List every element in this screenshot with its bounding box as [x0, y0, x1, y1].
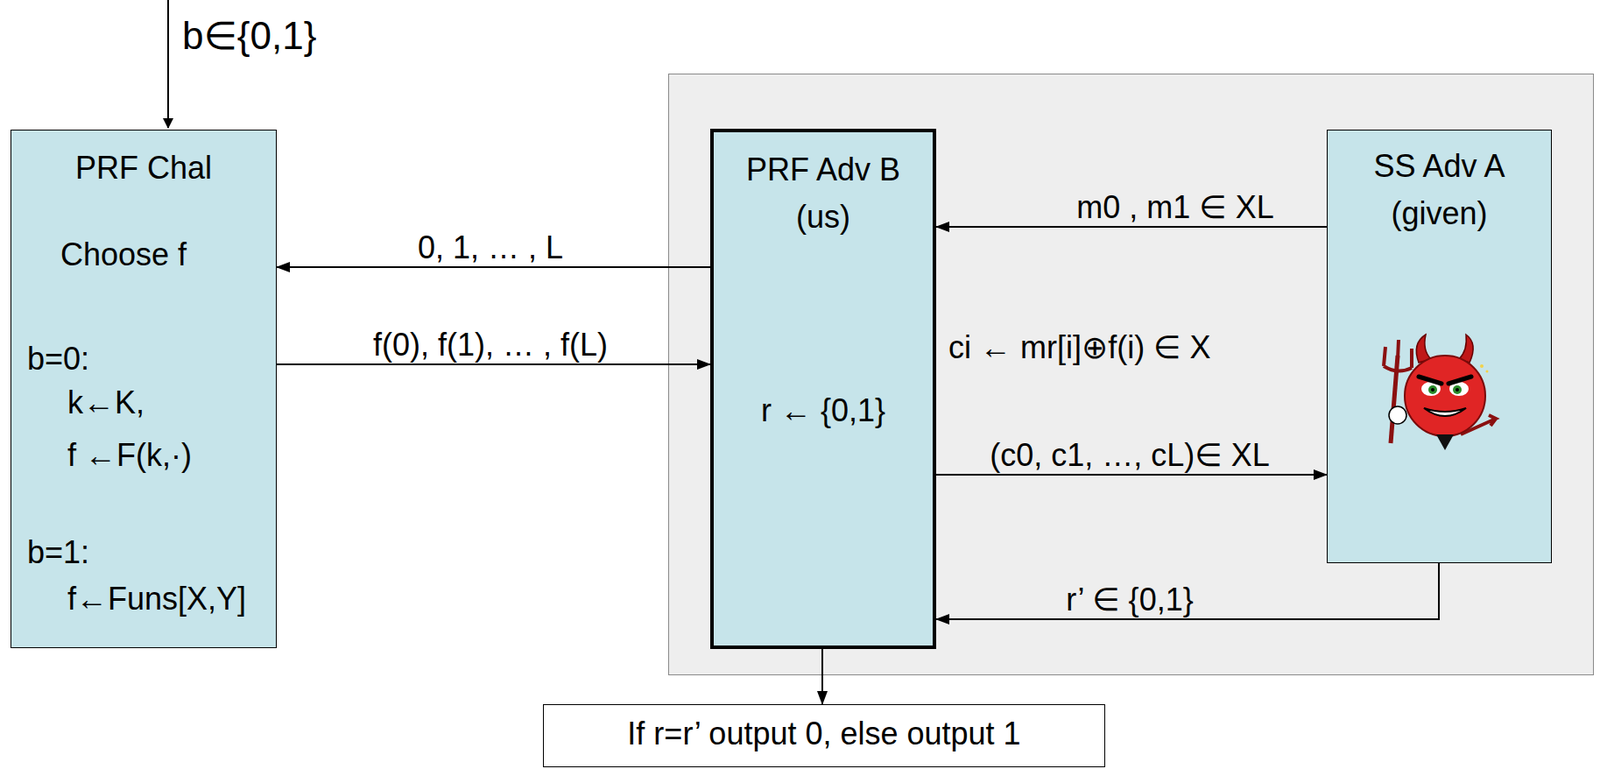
box-text: SS Adv A	[1373, 148, 1505, 184]
devil-illustration	[1374, 331, 1503, 459]
box-text: b=1:	[27, 534, 90, 571]
edge-label: (c0, c1, …, cL)∈ XL	[989, 437, 1269, 473]
box-text: Choose f	[60, 236, 187, 273]
edge-label: m0 , m1 ∈ XL	[1076, 189, 1274, 226]
box-text: b=0:	[27, 340, 90, 377]
box-text: k←K,	[67, 384, 145, 421]
challenger-box: PRF ChalChoose f b=0: k←K, f ←F(k,·) b=1: f←F…	[10, 129, 277, 649]
adversary-box: PRF Adv B (us) r ← {0,1}	[710, 128, 937, 649]
box-text: (given)	[1390, 195, 1488, 232]
connector-arrow	[936, 473, 1327, 476]
cipher-formula: ci ← mr[i]⊕f(i) ∈ X	[948, 329, 1212, 366]
bit-label: b∈{0,1}	[182, 14, 317, 59]
box-text: r ← {0,1}	[761, 392, 886, 429]
box-text: If r=r’ output 0, else output 1	[627, 715, 1021, 752]
connector-arrow	[936, 563, 1439, 620]
edge-label: f(0), f(1), … , f(L)	[373, 326, 608, 363]
edge-label: 0, 1, … , L	[417, 229, 564, 266]
connector-arrow	[276, 266, 711, 268]
connector-arrow	[936, 225, 1327, 228]
connector-arrow	[821, 648, 824, 705]
box-text: f ←F(k,·)	[67, 437, 192, 473]
box-text: PRF Adv B	[746, 151, 901, 188]
box-text: PRF Chal	[75, 149, 212, 186]
result-box: If r=r’ output 0, else output 1	[542, 704, 1106, 768]
box-text: f←Funs[X,Y]	[67, 580, 247, 617]
adversary-box: SS Adv A (given)	[1326, 129, 1552, 564]
connector-arrow	[276, 363, 711, 366]
edge-label: r’ ∈ {0,1}	[1065, 581, 1193, 618]
box-text: (us)	[796, 198, 851, 235]
